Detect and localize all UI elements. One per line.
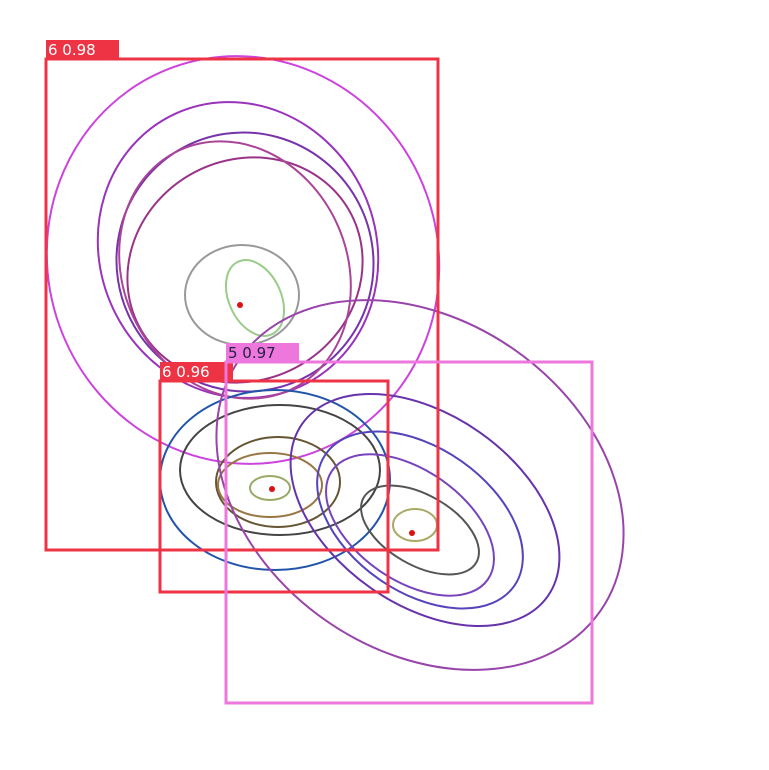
detection-label: 6 0.96 [162,363,210,381]
contours-center [159,389,391,571]
contour-ring [179,404,381,536]
bbox-class6-b[interactable] [158,379,390,594]
bbox-class6-a[interactable] [44,57,440,552]
center-dot [269,486,275,492]
contour-ring [126,156,364,384]
bbox-class5[interactable] [224,360,594,705]
contour-ring [215,299,625,671]
contour-ring [215,436,341,528]
contour-ring [96,101,380,399]
contour-ring [115,131,375,393]
contour-ring [289,392,561,628]
contours-upper-left [45,55,441,465]
label-bg [160,362,233,380]
contour-ring [316,430,524,610]
detection-boxes: 6 0.98 6 0.96 5 0.97 [44,40,594,705]
contour-ring [360,484,480,576]
contour-ring [118,140,352,400]
label-bg [46,40,119,58]
label-bg [226,343,299,361]
center-dot [409,530,415,536]
center-dot [237,302,243,308]
contour-ring [217,452,323,518]
contour-ring [45,55,441,465]
detection-label: 5 0.97 [228,344,276,362]
contour-ring [249,475,291,501]
contour-ring [159,389,391,571]
detection-label: 6 0.98 [48,41,96,59]
contour-ring [392,508,438,542]
contour-ring [224,259,286,337]
contour-ring [325,453,495,597]
contours-lower-right [215,299,625,671]
